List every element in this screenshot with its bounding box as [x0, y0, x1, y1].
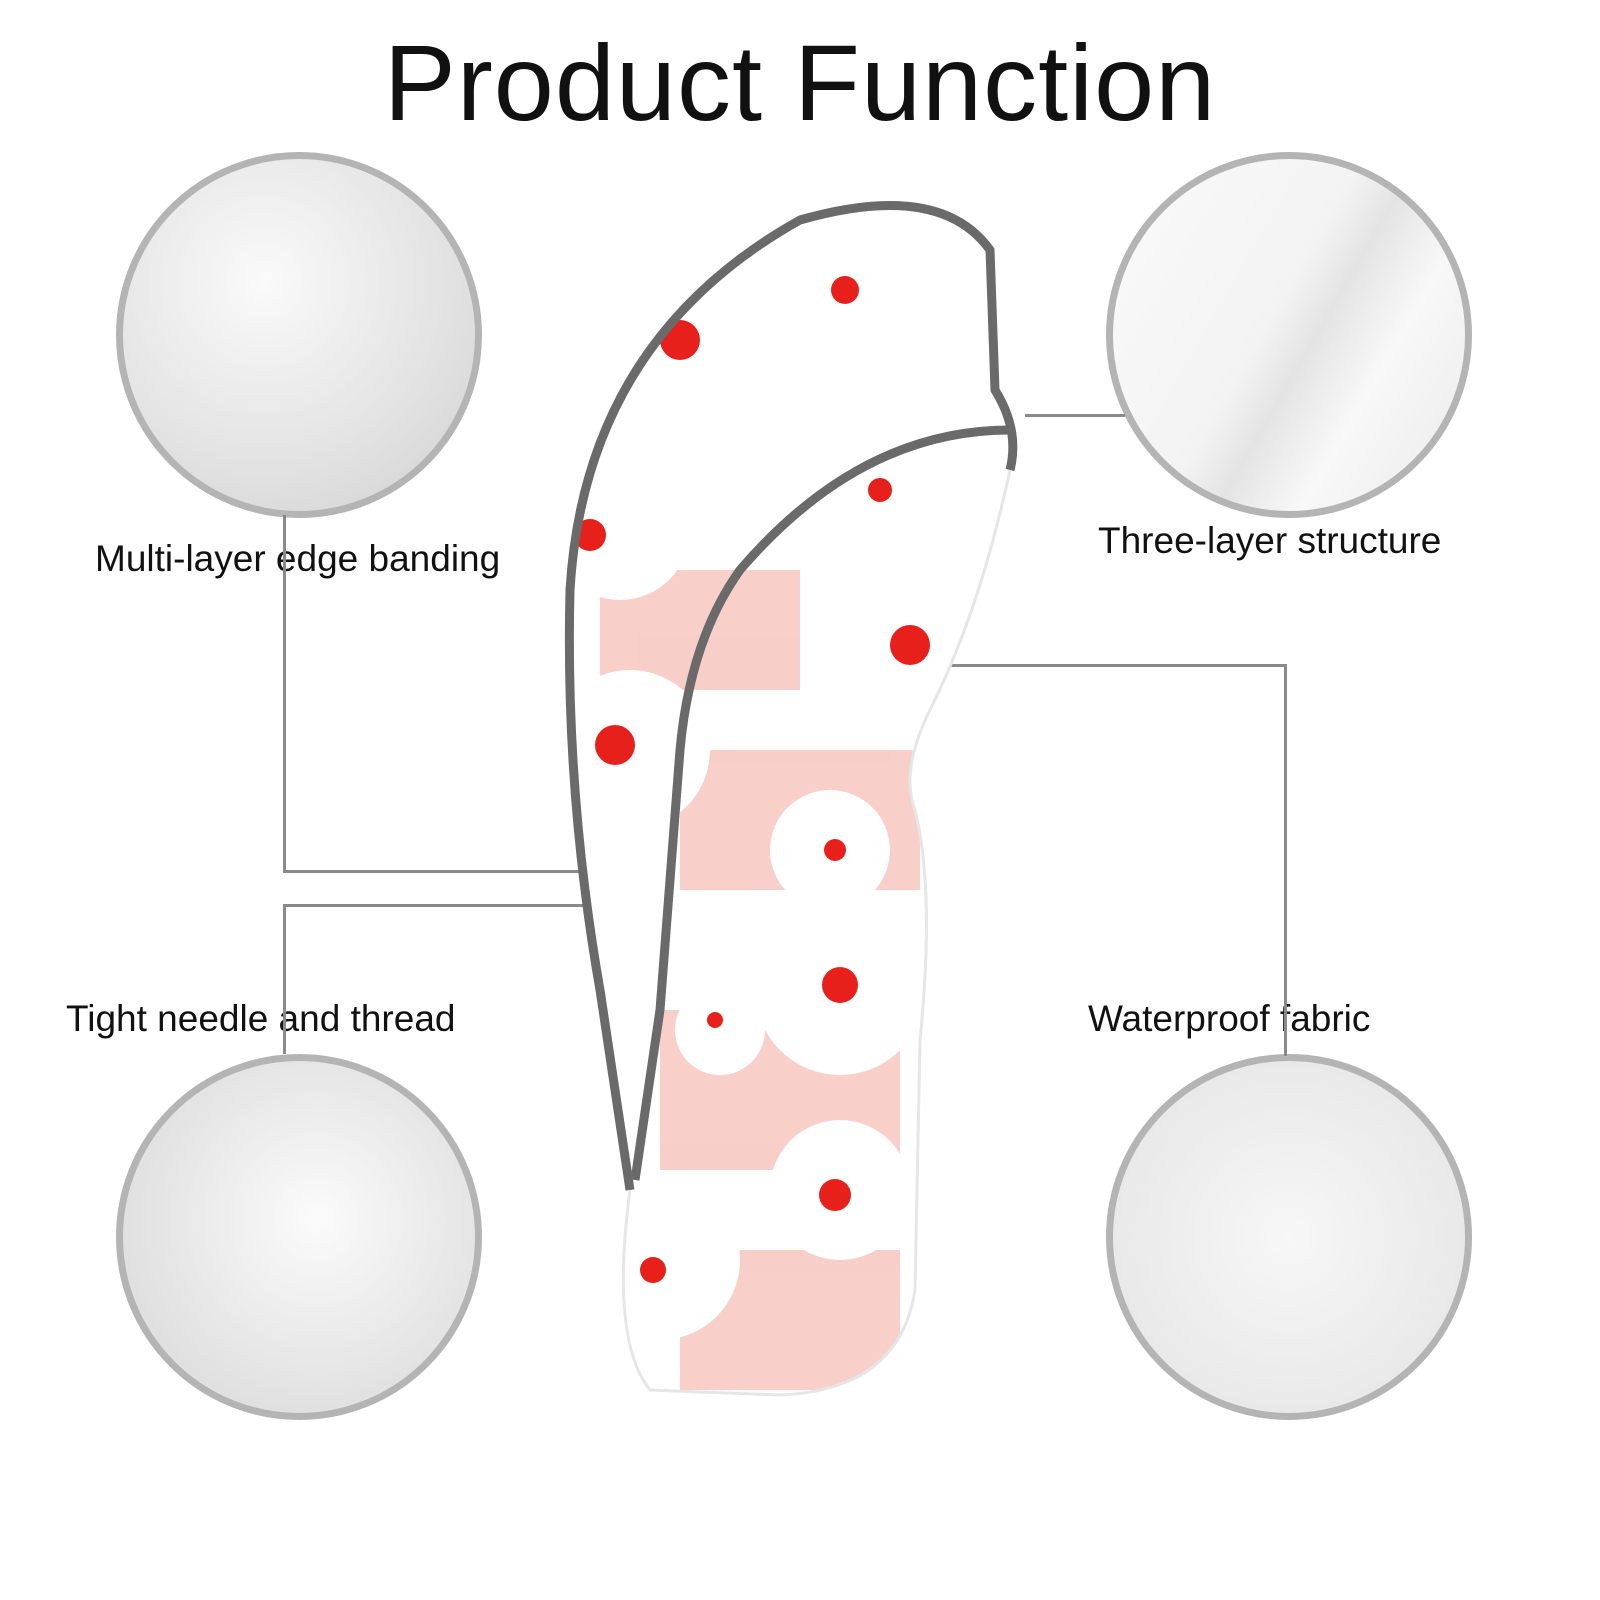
page-title: Product Function: [383, 22, 1217, 143]
detail-circle-three-layer: [1106, 152, 1472, 518]
connector-line: [283, 870, 593, 873]
bear-nose-dots: [574, 276, 930, 1283]
label-three-layer: Three-layer structure: [1098, 520, 1442, 561]
label-edge-banding: Multi-layer edge banding: [95, 538, 501, 579]
label-waterproof: Waterproof fabric: [1088, 998, 1371, 1039]
connector-line: [1025, 414, 1125, 417]
connector-line: [905, 664, 1287, 667]
connector-line: [1284, 664, 1287, 1056]
connector-line: [283, 515, 286, 873]
detail-circle-edge-banding: [116, 152, 482, 518]
headcover-product-image: [564, 201, 1018, 1397]
connector-line: [283, 904, 593, 907]
label-needle-thread: Tight needle and thread: [66, 998, 456, 1039]
detail-circle-waterproof: [1106, 1054, 1472, 1420]
detail-circle-needle-thread: [116, 1054, 482, 1420]
connector-line: [283, 904, 286, 1054]
